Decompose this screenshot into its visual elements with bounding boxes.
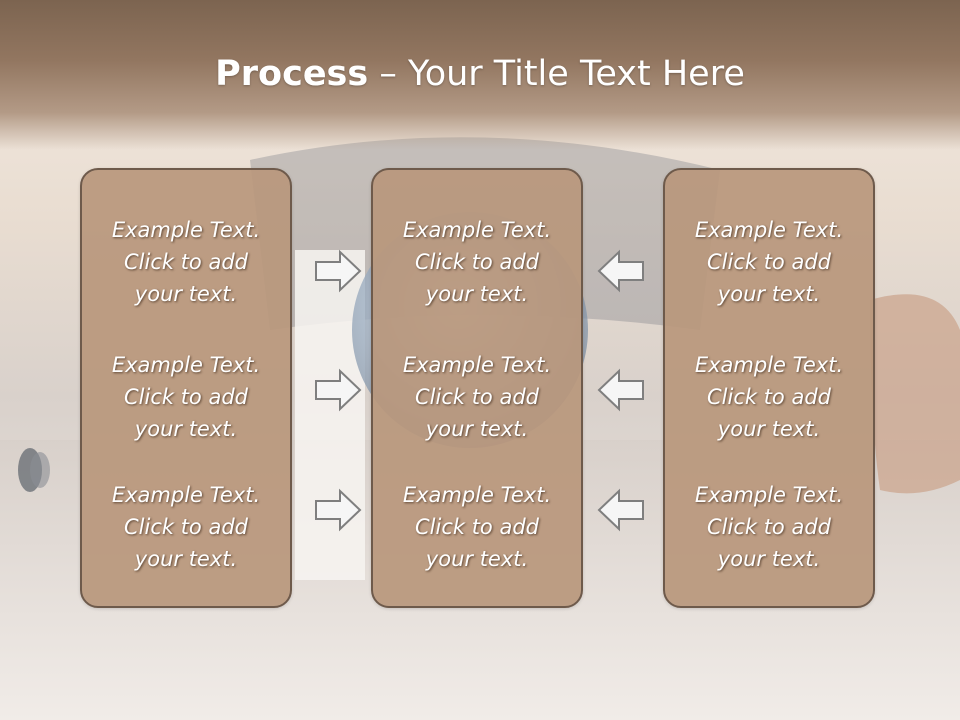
arrow-right-icon bbox=[315, 368, 362, 412]
text-line: Click to add bbox=[123, 385, 248, 409]
text-line: Example Text. bbox=[694, 353, 844, 377]
arrow-right-icon bbox=[315, 488, 362, 532]
text-line: Example Text. bbox=[111, 483, 261, 507]
text-line: Example Text. bbox=[694, 218, 844, 242]
text-line: your text. bbox=[425, 547, 529, 571]
text-line: Example Text. bbox=[402, 353, 552, 377]
text-line: your text. bbox=[425, 417, 529, 441]
title-band bbox=[0, 0, 960, 150]
text-line: Example Text. bbox=[694, 483, 844, 507]
arrow-left-icon bbox=[597, 249, 644, 293]
text-line: your text. bbox=[717, 547, 821, 571]
arrow-left-icon bbox=[597, 368, 644, 412]
text-line: Click to add bbox=[706, 385, 831, 409]
text-line: Click to add bbox=[414, 515, 539, 539]
left-text-panel[interactable]: Example Text. Click to add your text. Ex… bbox=[80, 168, 292, 608]
page-title[interactable]: Process – Your Title Text Here bbox=[0, 52, 960, 96]
text-block[interactable]: Example Text. Click to add your text. bbox=[82, 349, 290, 445]
text-line: your text. bbox=[717, 282, 821, 306]
text-line: Click to add bbox=[123, 515, 248, 539]
title-rest-text: – Your Title Text Here bbox=[368, 54, 745, 94]
text-block[interactable]: Example Text. Click to add your text. bbox=[373, 349, 581, 445]
text-block[interactable]: Example Text. Click to add your text. bbox=[665, 479, 873, 575]
text-line: Example Text. bbox=[111, 353, 261, 377]
middle-text-panel[interactable]: Example Text. Click to add your text. Ex… bbox=[371, 168, 583, 608]
text-line: your text. bbox=[425, 282, 529, 306]
text-block[interactable]: Example Text. Click to add your text. bbox=[82, 214, 290, 310]
text-line: Example Text. bbox=[402, 218, 552, 242]
text-line: your text. bbox=[134, 282, 238, 306]
text-block[interactable]: Example Text. Click to add your text. bbox=[82, 479, 290, 575]
text-line: Click to add bbox=[123, 250, 248, 274]
text-block[interactable]: Example Text. Click to add your text. bbox=[665, 214, 873, 310]
right-text-panel[interactable]: Example Text. Click to add your text. Ex… bbox=[663, 168, 875, 608]
arrow-right-icon bbox=[315, 249, 362, 293]
text-block[interactable]: Example Text. Click to add your text. bbox=[373, 479, 581, 575]
text-line: Example Text. bbox=[402, 483, 552, 507]
text-line: Click to add bbox=[414, 385, 539, 409]
text-line: your text. bbox=[134, 417, 238, 441]
title-bold-text: Process bbox=[215, 54, 369, 94]
text-line: your text. bbox=[717, 417, 821, 441]
text-line: your text. bbox=[134, 547, 238, 571]
text-block[interactable]: Example Text. Click to add your text. bbox=[373, 214, 581, 310]
text-line: Click to add bbox=[414, 250, 539, 274]
arrow-left-icon bbox=[597, 488, 644, 532]
text-line: Click to add bbox=[706, 250, 831, 274]
text-block[interactable]: Example Text. Click to add your text. bbox=[665, 349, 873, 445]
text-line: Example Text. bbox=[111, 218, 261, 242]
text-line: Click to add bbox=[706, 515, 831, 539]
